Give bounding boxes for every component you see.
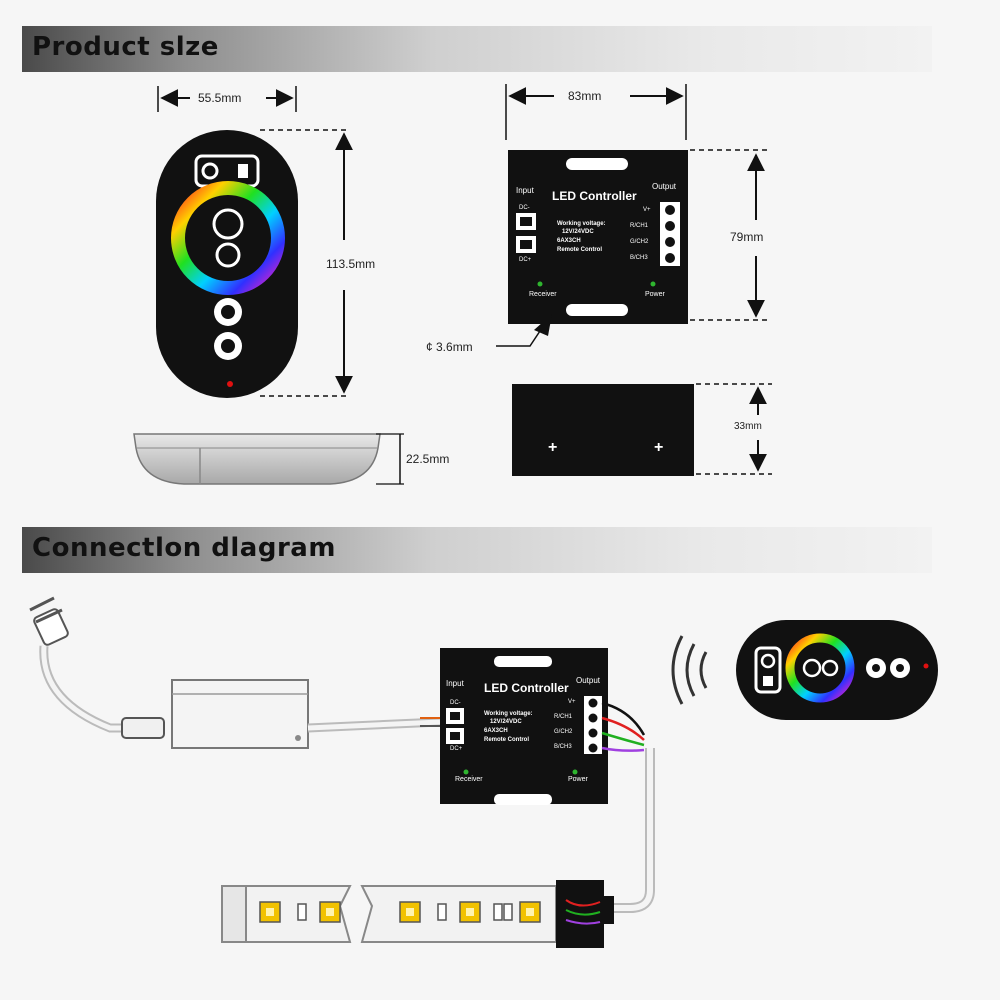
power-supply [171,679,309,749]
power-plug [29,596,69,646]
connection-drawing [29,596,938,948]
ctrl2-dc-minus: DC- [450,700,461,706]
product-size-header: Product slze [22,26,932,72]
ctrl2-input-label: Input [446,679,464,688]
controller-front-view [508,150,688,324]
remote-side-view [133,433,381,485]
ctrl1-ch-b: B/CH3 [630,255,648,261]
ctrl2-ch-b: B/CH3 [554,744,572,750]
ctrl2-ch-r: R/CH1 [554,714,573,720]
ctrl2-ch-g: G/CH2 [554,729,573,735]
ctrl2-dc-plus: DC+ [450,746,463,752]
wireless-signal-icon [671,635,708,705]
ctrl2-receiver: Receiver [455,776,483,783]
product-size-title: Product slze [32,32,219,62]
ctrl1-ch-g: G/CH2 [630,239,649,245]
remote-front-view [156,130,298,398]
remote-width-label: 55.5mm [198,91,242,105]
ctrl1-title: LED Controller [552,189,637,203]
ctrl2-ch-v: V+ [568,699,576,705]
diagram-remote [736,620,938,720]
ctrl1-spec-4: Remote Control [557,247,602,253]
ctrl1-power: Power [645,291,665,298]
ctrl2-spec-2: 12V/24VDC [490,719,522,725]
product-size-drawing: + + [133,84,772,485]
ctrl2-spec-1: Working voltage: [484,711,533,717]
ctrl1-dc-minus: DC- [519,205,530,211]
ctrl1-spec-2: 12V/24VDC [562,229,594,235]
remote-height-label: 113.5mm [326,257,376,271]
connection-header: Connectlon dlagram [22,527,932,573]
ctrl1-input-label: Input [516,186,534,195]
svg-text:+: + [548,439,557,456]
diagram-controller [440,648,608,805]
ctrl1-receiver: Receiver [529,291,557,298]
ctrl1-dc-plus: DC+ [519,257,532,263]
controller-height-label: 79mm [730,230,764,244]
ctrl2-spec-4: Remote Control [484,737,529,743]
ctrl2-title: LED Controller [484,681,569,695]
ctrl2-power: Power [568,776,588,783]
ctrl1-ch-v: V+ [643,207,651,213]
controller-width-label: 83mm [568,89,602,103]
svg-text:+: + [654,439,663,456]
hole-diameter-label: ¢ 3.6mm [426,340,473,354]
ctrl2-output-label: Output [576,676,601,685]
ctrl1-spec-3: 6AX3CH [557,238,581,244]
color-wheel-icon [171,181,285,295]
ctrl1-ch-r: R/CH1 [630,223,649,229]
ctrl1-spec-1: Working voltage: [557,221,606,227]
ctrl2-spec-3: 6AX3CH [484,728,508,734]
connection-title: Connectlon dlagram [32,533,336,563]
remote-depth-label: 22.5mm [406,452,450,466]
ctrl1-output-label: Output [652,182,677,191]
led-strip [221,880,604,948]
controller-side-view [512,384,694,476]
controller-depth-label: 33mm [734,421,762,432]
